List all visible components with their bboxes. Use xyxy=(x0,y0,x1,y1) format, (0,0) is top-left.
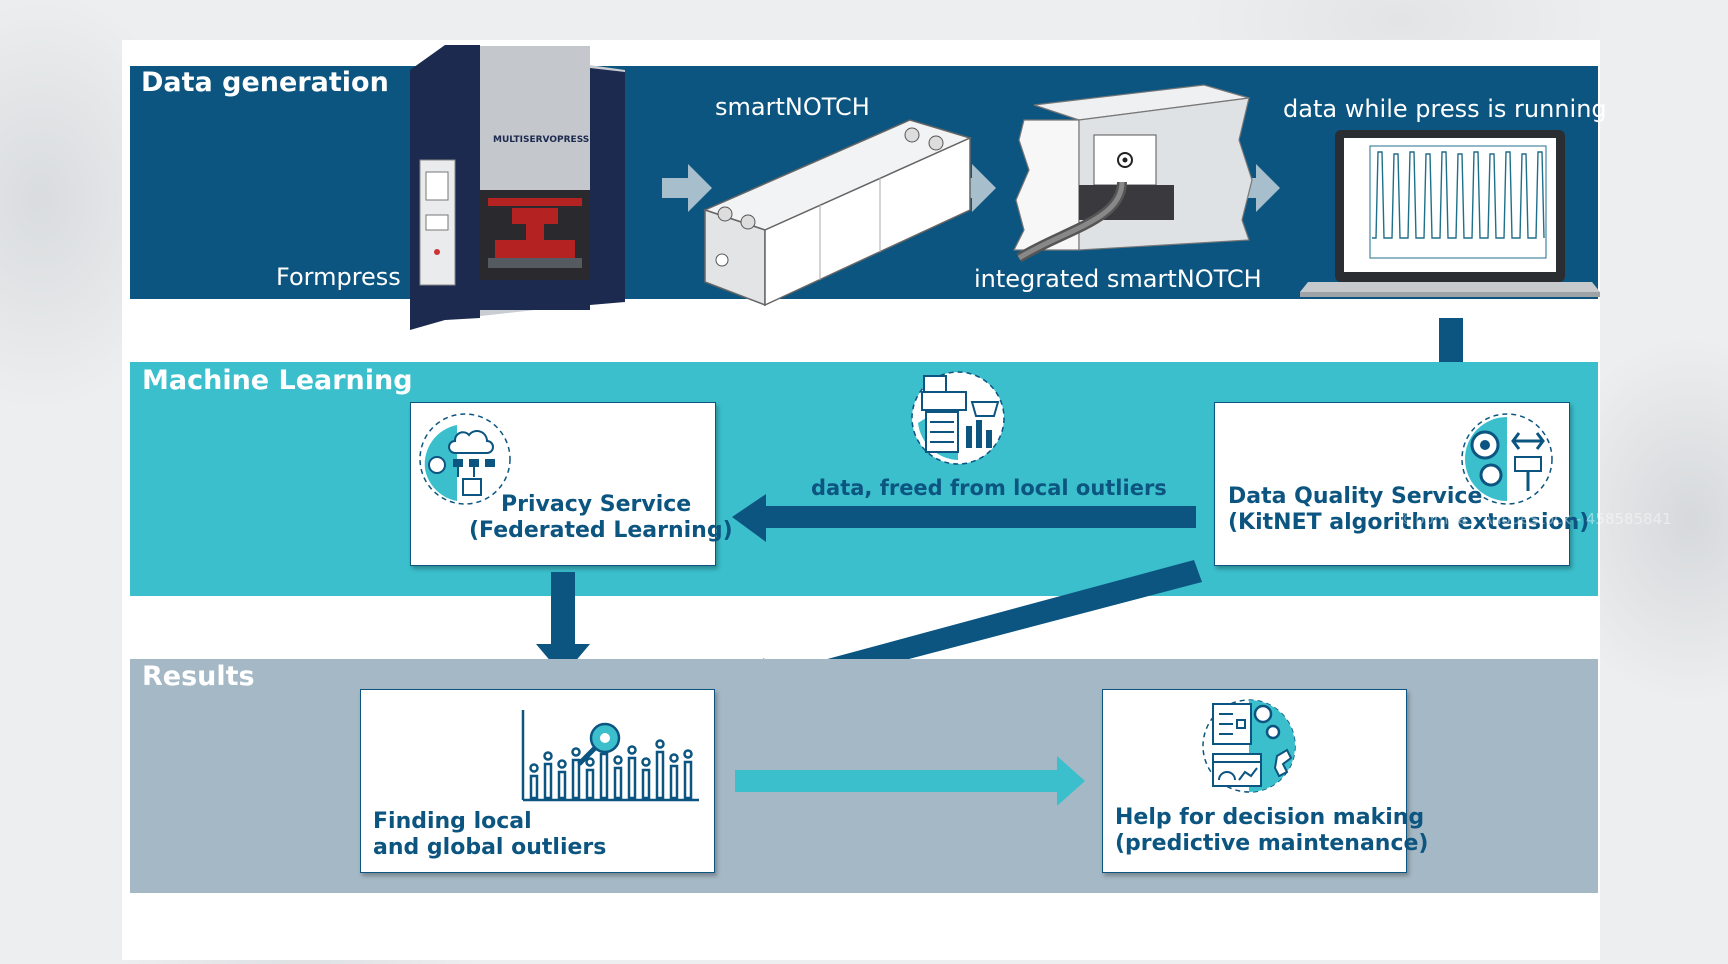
stock-watermark: ©pomba - AdobeStock - 458585841 xyxy=(1400,510,1672,528)
server-cart-icon xyxy=(911,371,1005,465)
report-gears-icon xyxy=(1202,699,1296,793)
data-quality-line2: (KitNET algorithm extension) xyxy=(1228,510,1590,535)
arrow-outliers-to-decision xyxy=(735,756,1085,806)
arrow-quality-to-privacy xyxy=(732,494,1196,542)
finding-outliers-box: Finding local and global outliers xyxy=(360,689,715,873)
svg-text:MULTISERVOPRESSE: MULTISERVOPRESSE xyxy=(493,135,595,145)
decision-making-line1: Help for decision making xyxy=(1115,805,1425,830)
arrow-privacy-to-results xyxy=(536,572,590,676)
flow-label: data, freed from local outliers xyxy=(811,476,1167,500)
machine-learning-title: Machine Learning xyxy=(142,365,413,396)
formpress-label: Formpress xyxy=(276,263,401,291)
laptop-signal-illustration xyxy=(1300,130,1600,297)
cloud-network-icon xyxy=(419,413,511,505)
privacy-service-line2: (Federated Learning) xyxy=(469,518,733,543)
privacy-service-line1: Privacy Service xyxy=(501,492,692,517)
running-data-label: data while press is running xyxy=(1283,95,1607,123)
smartnotch-label: smartNOTCH xyxy=(715,93,870,121)
arrow-notch-to-integrated xyxy=(946,164,996,212)
smartnotch-sensor-illustration xyxy=(702,119,973,307)
privacy-service-box: Privacy Service (Federated Learning) xyxy=(410,402,733,566)
results-title: Results xyxy=(142,661,255,692)
arrow-integrated-to-laptop xyxy=(1230,164,1280,212)
gears-network-icon xyxy=(1461,413,1553,505)
decision-making-box: Help for decision making (predictive mai… xyxy=(1102,689,1428,873)
finding-outliers-line1: Finding local xyxy=(373,809,532,834)
integrated-smartnotch-label: integrated smartNOTCH xyxy=(974,265,1262,293)
data-quality-service-box: Data Quality Service (KitNET algorithm e… xyxy=(1214,402,1589,566)
data-quality-line1: Data Quality Service xyxy=(1228,484,1483,509)
decision-making-line2: (predictive maintenance) xyxy=(1115,831,1429,856)
data-generation-title: Data generation xyxy=(141,67,389,98)
formpress-illustration: MULTISERVOPRESSE xyxy=(410,45,625,330)
bar-chart-search-icon xyxy=(521,710,699,802)
finding-outliers-line2: and global outliers xyxy=(373,835,607,860)
integrated-smartnotch-illustration xyxy=(1013,84,1253,263)
arrow-press-to-notch xyxy=(662,164,712,212)
